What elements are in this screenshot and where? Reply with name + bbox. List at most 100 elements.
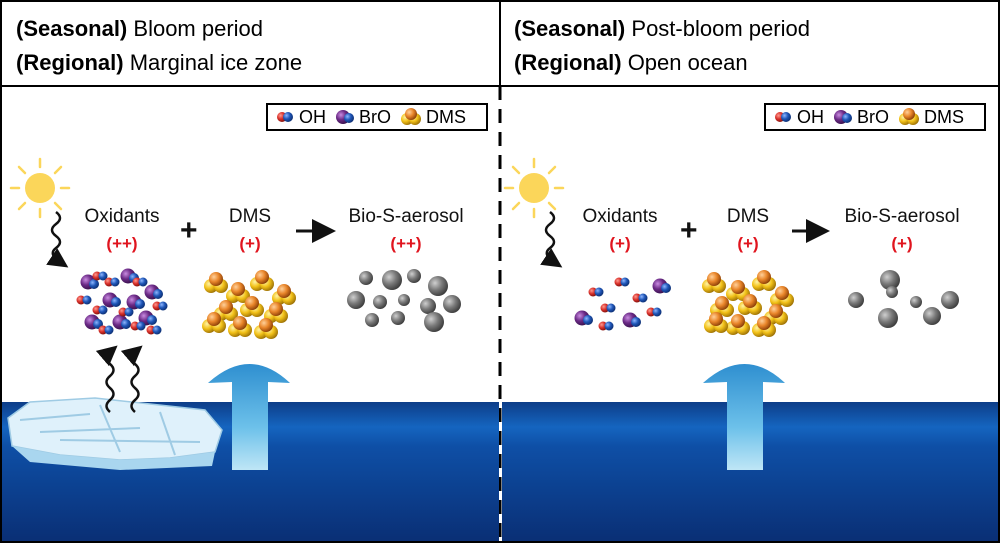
- oh-molecule: [98, 325, 114, 335]
- dms-molecule-icon: [401, 108, 422, 125]
- dms-label-right: DMS: [726, 206, 770, 227]
- aerosol-level-left: (++): [390, 234, 422, 253]
- bro-molecule: [80, 274, 99, 290]
- dms-upwelling-arrow-right: [703, 364, 785, 470]
- oh-molecule: [92, 271, 108, 281]
- sunlight-wavy-arrow: [46, 211, 69, 268]
- aerosol-label-left: Bio-S-aerosol: [348, 206, 464, 227]
- aerosol-particle: [359, 271, 373, 285]
- dms-molecule: [254, 318, 278, 339]
- plus-sign-right: +: [680, 214, 698, 247]
- legend-item-bro: BrO: [334, 107, 391, 128]
- sun-icon: [9, 157, 71, 219]
- bro-molecule: [652, 278, 671, 294]
- aerosol-particle: [407, 269, 421, 283]
- bro-molecule-icon: [834, 110, 852, 124]
- dms-molecule: [726, 314, 750, 335]
- aerosol-particle: [347, 291, 365, 309]
- dms-molecule: [250, 270, 274, 291]
- sunlight-wavy-arrow: [540, 211, 563, 268]
- dms-molecule: [240, 296, 264, 317]
- aerosol-particle: [941, 291, 959, 309]
- oh-molecule-icon: [775, 112, 791, 122]
- dms-molecule: [702, 272, 726, 293]
- seasonal-heading-right: (Seasonal) Post-bloom period: [514, 16, 810, 41]
- legend-item-oh: OH: [274, 107, 326, 128]
- legend-item-bro: BrO: [832, 107, 889, 128]
- bro-molecule: [102, 292, 121, 308]
- aerosol-particle: [443, 295, 461, 313]
- bro-molecule: [112, 314, 131, 330]
- legend-item-dms: DMS: [897, 107, 964, 128]
- dms-molecule: [710, 296, 734, 317]
- oh-molecule-icon: [277, 112, 293, 122]
- oh-molecule: [600, 303, 616, 313]
- dms-molecule: [752, 316, 776, 337]
- plus-sign-left: +: [180, 214, 198, 247]
- bro-molecule: [574, 310, 593, 326]
- aerosol-particle: [420, 298, 436, 314]
- dms-molecule: [272, 284, 296, 305]
- oh-molecule: [118, 307, 134, 317]
- aerosol-particle: [424, 312, 444, 332]
- legend-box-left: OH BrO DMS: [266, 103, 488, 131]
- bro-molecule: [126, 294, 145, 310]
- bro-molecule: [144, 284, 163, 300]
- oh-molecule: [104, 277, 120, 287]
- oxidants-level-left: (++): [106, 234, 138, 253]
- seasonal-heading-left: (Seasonal) Bloom period: [16, 16, 264, 41]
- aerosol-particle: [886, 286, 898, 298]
- oxidants-label-left: Oxidants: [84, 206, 160, 227]
- oh-molecule: [146, 325, 162, 335]
- dms-molecule: [204, 272, 228, 293]
- sun-icon: [503, 157, 565, 219]
- aerosol-particle: [880, 270, 900, 290]
- aerosol-label-right: Bio-S-aerosol: [844, 206, 960, 227]
- oh-molecule: [92, 305, 108, 315]
- oh-molecule: [614, 277, 630, 287]
- dms-molecule: [752, 270, 776, 291]
- oh-molecule: [130, 321, 146, 331]
- oxidants-label-right: Oxidants: [582, 206, 658, 227]
- aerosol-particle: [382, 270, 402, 290]
- oh-molecule: [632, 293, 648, 303]
- dms-molecule: [704, 312, 728, 333]
- oh-molecule: [132, 277, 148, 287]
- legend-box-right: OH BrO DMS: [764, 103, 986, 131]
- dms-molecule: [726, 280, 750, 301]
- dms-molecule: [214, 300, 238, 321]
- dms-level-right: (+): [737, 234, 759, 253]
- dms-molecule: [738, 294, 762, 315]
- aerosol-particle: [391, 311, 405, 325]
- aerosol-particle: [910, 296, 922, 308]
- aerosol-particle: [923, 307, 941, 325]
- aerosol-particle: [398, 294, 410, 306]
- bromine-release-wavy-arrow: [120, 345, 143, 413]
- oh-molecule: [152, 301, 168, 311]
- dms-molecule: [202, 312, 226, 333]
- aerosol-particle: [365, 313, 379, 327]
- oxidants-level-right: (+): [609, 234, 631, 253]
- aerosol-particle: [878, 308, 898, 328]
- oh-molecule: [598, 321, 614, 331]
- dms-molecule: [228, 316, 252, 337]
- oh-molecule: [588, 287, 604, 297]
- aerosol-level-right: (+): [891, 234, 913, 253]
- oh-molecule: [76, 295, 92, 305]
- legend-item-oh: OH: [772, 107, 824, 128]
- dms-label-left: DMS: [228, 206, 272, 227]
- aerosol-particle: [848, 292, 864, 308]
- bromine-release-wavy-arrow: [95, 345, 118, 413]
- dms-molecule: [770, 286, 794, 307]
- dms-level-left: (+): [239, 234, 261, 253]
- regional-heading-left: (Regional) Marginal ice zone: [16, 50, 303, 75]
- dms-molecule-icon: [899, 108, 920, 125]
- regional-heading-right: (Regional) Open ocean: [514, 50, 748, 75]
- aerosol-particle: [428, 276, 448, 296]
- sea-ice: [7, 397, 223, 470]
- oh-molecule: [646, 307, 662, 317]
- dms-upwelling-arrow-left: [208, 364, 290, 470]
- aerosol-particle: [373, 295, 387, 309]
- bro-molecule-icon: [336, 110, 354, 124]
